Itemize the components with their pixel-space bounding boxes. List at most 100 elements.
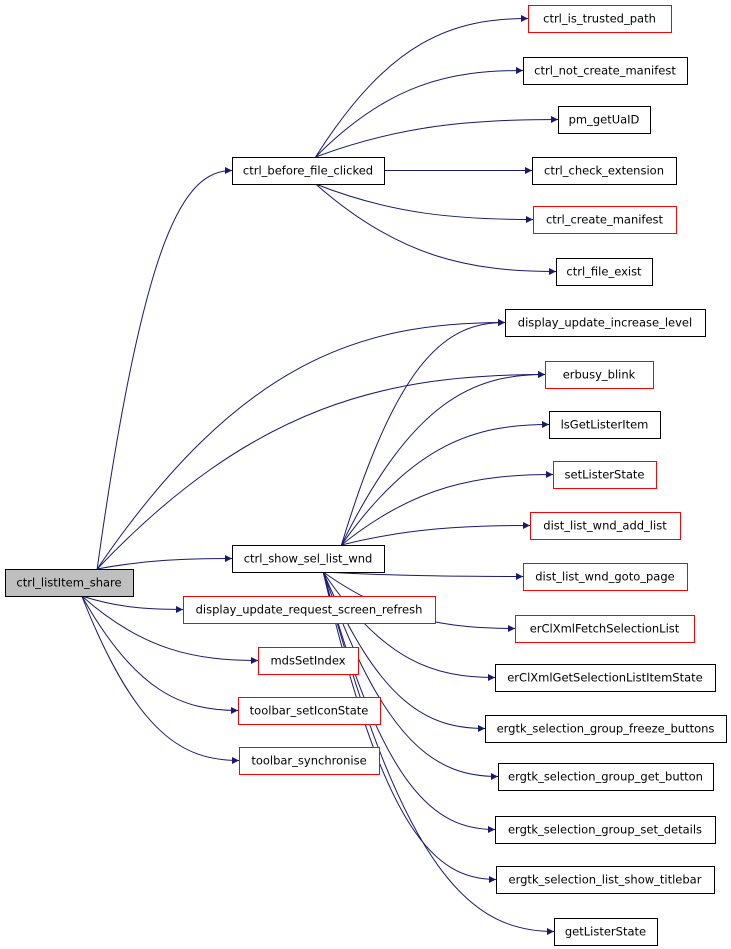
node-box-getbutton [498, 763, 714, 791]
node-label-setlister: setListerState [565, 468, 645, 482]
node-label-root: ctrl_listItem_share [16, 576, 121, 590]
node-label-getuaid: pm_getUaID [569, 113, 640, 127]
node-addlist[interactable]: dist_list_wnd_add_list [530, 512, 681, 540]
node-label-titlebar: ergtk_selection_list_show_titlebar [509, 873, 702, 887]
edge-show-to-addlist [341, 522, 531, 546]
node-blink[interactable]: erbusy_blink [545, 361, 654, 389]
node-box-setlister [553, 461, 657, 489]
edge-show-to-getlisterstate [322, 571, 555, 935]
node-box-freeze [485, 715, 727, 743]
node-label-addlist: dist_list_wnd_add_list [543, 519, 667, 533]
node-box-titlebar [496, 866, 715, 894]
edge-show-to-lsget [341, 421, 550, 546]
node-getlisterstate[interactable]: getListerState [554, 918, 658, 946]
node-label-freeze: ergtk_selection_group_freeze_buttons [497, 722, 715, 736]
node-label-show: ctrl_show_sel_list_wnd [244, 552, 373, 566]
node-box-root [5, 569, 134, 597]
node-box-lsget [549, 411, 661, 439]
edge-root-to-blink [96, 371, 546, 570]
node-getuaid[interactable]: pm_getUaID [558, 106, 651, 134]
node-box-mdsset [258, 647, 359, 675]
edge-root-to-mdsset [81, 595, 259, 664]
node-box-toolsync [239, 747, 380, 775]
node-label-refresh: display_update_request_screen_refresh [196, 603, 423, 617]
node-root[interactable]: ctrl_listItem_share [5, 569, 134, 597]
edge-root-to-dispinc [96, 319, 506, 570]
node-setdetails[interactable]: ergtk_selection_group_set_details [495, 816, 716, 844]
nodes-layer: ctrl_listItem_share ctrl_before_file_clic… [5, 5, 727, 946]
node-label-before: ctrl_before_file_clicked [243, 164, 373, 178]
node-checkext[interactable]: ctrl_check_extension [532, 157, 677, 185]
node-label-blink: erbusy_blink [563, 368, 636, 382]
node-show[interactable]: ctrl_show_sel_list_wnd [232, 545, 385, 573]
node-seticon[interactable]: toolbar_setIconState [238, 697, 381, 725]
node-createman[interactable]: ctrl_create_manifest [533, 206, 677, 234]
node-box-addlist [530, 512, 681, 540]
node-box-notcreate [523, 57, 688, 85]
edge-before-to-notcreate [315, 67, 524, 158]
edge-before-to-createman [315, 183, 534, 223]
node-setlister[interactable]: setListerState [553, 461, 657, 489]
node-label-mdsset: mdsSetIndex [270, 654, 345, 668]
node-box-trusted [528, 5, 672, 33]
node-box-dispinc [505, 309, 706, 337]
edge-root-to-seticon [81, 595, 239, 714]
node-box-checkext [532, 157, 677, 185]
edge-show-to-dispinc [340, 319, 506, 546]
node-gotopage[interactable]: dist_list_wnd_goto_page [523, 563, 688, 591]
edge-root-to-refresh [81, 595, 184, 613]
node-label-fileexist: ctrl_file_exist [566, 265, 642, 279]
node-lsget[interactable]: lsGetListerItem [549, 411, 661, 439]
node-fetchsel[interactable]: erClXmlFetchSelectionList [515, 615, 695, 643]
node-getselstate[interactable]: erClXmlGetSelectionListItemState [495, 664, 716, 692]
edges-layer [81, 15, 559, 935]
node-label-fetchsel: erClXmlFetchSelectionList [530, 622, 680, 636]
node-before[interactable]: ctrl_before_file_clicked [232, 157, 385, 185]
node-label-gotopage: dist_list_wnd_goto_page [535, 570, 674, 584]
node-box-fetchsel [515, 615, 695, 643]
node-trusted[interactable]: ctrl_is_trusted_path [528, 5, 672, 33]
node-box-seticon [238, 697, 381, 725]
node-label-checkext: ctrl_check_extension [544, 164, 664, 178]
node-label-dispinc: display_update_increase_level [518, 316, 692, 330]
edge-show-to-setlister [341, 471, 554, 546]
node-label-notcreate: ctrl_not_create_manifest [534, 64, 676, 78]
edge-root-to-toolsync [81, 595, 240, 764]
node-box-getselstate [495, 664, 716, 692]
node-notcreate[interactable]: ctrl_not_create_manifest [523, 57, 688, 85]
node-freeze[interactable]: ergtk_selection_group_freeze_buttons [485, 715, 727, 743]
node-label-trusted: ctrl_is_trusted_path [543, 12, 656, 26]
node-box-refresh [183, 596, 436, 624]
edge-before-to-fileexist [315, 183, 557, 275]
edge-before-to-getuaid [315, 116, 559, 158]
node-box-show [232, 545, 385, 573]
node-label-seticon: toolbar_setIconState [250, 704, 369, 718]
node-box-before [232, 157, 385, 185]
node-box-getuaid [558, 106, 651, 134]
node-toolsync[interactable]: toolbar_synchronise [239, 747, 380, 775]
node-getbutton[interactable]: ergtk_selection_group_get_button [498, 763, 714, 791]
node-label-createman: ctrl_create_manifest [546, 213, 664, 227]
node-box-setdetails [495, 816, 716, 844]
node-label-setdetails: ergtk_selection_group_set_details [508, 823, 702, 837]
node-label-getselstate: erClXmlGetSelectionListItemState [507, 671, 703, 685]
node-label-toolsync: toolbar_synchronise [251, 754, 366, 768]
node-box-gotopage [523, 563, 688, 591]
edge-root-to-show [97, 555, 233, 570]
node-refresh[interactable]: display_update_request_screen_refresh [183, 596, 436, 624]
node-box-fileexist [556, 258, 653, 286]
node-mdsset[interactable]: mdsSetIndex [258, 647, 359, 675]
edge-show-to-gotopage [323, 571, 524, 580]
node-label-getlisterstate: getListerState [565, 925, 646, 939]
edge-root-to-before [96, 167, 233, 570]
node-titlebar[interactable]: ergtk_selection_list_show_titlebar [496, 866, 715, 894]
node-box-createman [533, 206, 677, 234]
node-box-getlisterstate [554, 918, 658, 946]
node-label-getbutton: ergtk_selection_group_get_button [508, 770, 703, 784]
node-box-blink [545, 361, 654, 389]
edge-before-to-trusted [315, 15, 529, 158]
edge-show-to-blink [340, 371, 546, 546]
node-fileexist[interactable]: ctrl_file_exist [556, 258, 653, 286]
node-dispinc[interactable]: display_update_increase_level [505, 309, 706, 337]
